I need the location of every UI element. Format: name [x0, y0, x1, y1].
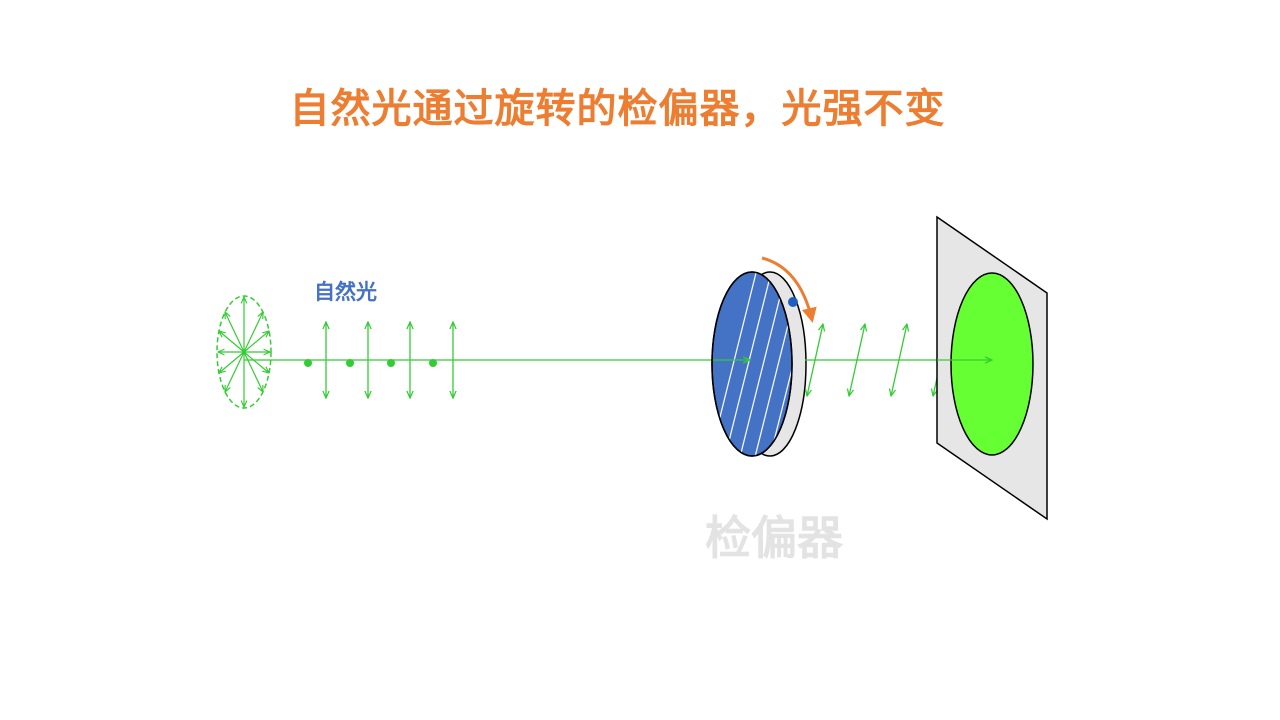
natural-light-label: 自然光	[314, 280, 377, 304]
natural-light-source	[216, 295, 272, 409]
screen	[936, 215, 1048, 521]
light-spot	[950, 272, 1034, 456]
analyzer-label: 检偏器	[705, 511, 843, 565]
vibration-dots	[304, 359, 437, 367]
rotation-arrow	[761, 256, 817, 323]
analyzer-disc	[711, 271, 807, 457]
natural-light-vibrations	[326, 322, 453, 398]
page-title: 自然光通过旋转的检偏器，光强不变	[289, 86, 946, 132]
rotation-marker	[788, 297, 798, 307]
